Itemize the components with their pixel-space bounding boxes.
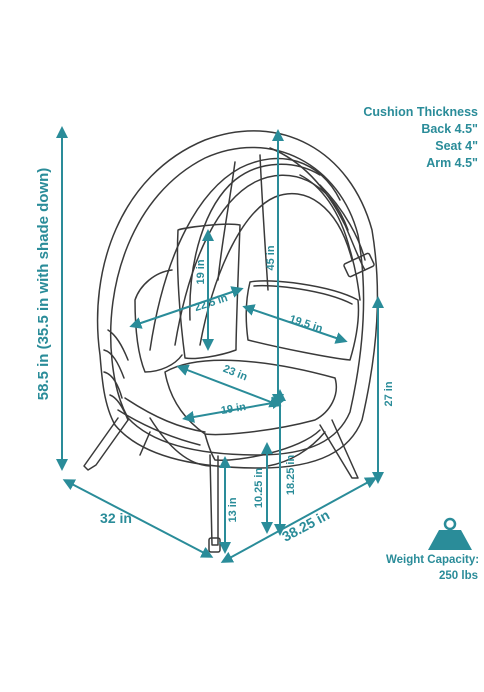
cushion-title: Cushion Thickness: [363, 105, 478, 119]
seat-diagonal-label: 23 in: [221, 363, 249, 384]
width-line: [220, 477, 378, 563]
cushion-seat: Seat 4": [435, 139, 478, 153]
cushion-thickness-info: Cushion Thickness Back 4.5" Seat 4" Arm …: [363, 104, 478, 172]
weight-icon: [428, 517, 472, 550]
cushion-back-height-label: 19 in: [195, 259, 207, 284]
depth-line: [62, 479, 214, 558]
seat-depth-label: 19 in: [220, 401, 247, 417]
chair-illustration: [83, 130, 379, 553]
weight-label: Weight Capacity:: [386, 554, 480, 566]
weight-capacity-info: Weight Capacity: 250 lbs: [386, 552, 480, 584]
interior-height-label: 45 in: [265, 245, 277, 270]
cushion-arm: Arm 4.5": [426, 156, 478, 170]
seat-center-height-label: 18.25 in: [285, 455, 297, 496]
depth-label: 32 in: [100, 510, 132, 526]
overall-height-label: 58.5 in (35.5 in with shade down): [35, 168, 52, 401]
back-width-line: [129, 286, 244, 329]
arm-length-line: [242, 304, 348, 344]
leg-height-label: 13 in: [227, 497, 239, 522]
dimension-lines: [56, 126, 384, 563]
back-width-label: 22.5 in: [193, 292, 230, 314]
seat-front-height-label: 10.25 in: [253, 468, 265, 509]
back-height-label: 27 in: [383, 381, 395, 406]
cushion-back: Back 4.5": [421, 122, 478, 136]
width-label: 38.25 in: [279, 506, 332, 544]
seat-depth-line: [182, 397, 284, 423]
weight-value: 250 lbs: [439, 570, 478, 582]
arm-length-label: 19.5 in: [288, 313, 325, 335]
